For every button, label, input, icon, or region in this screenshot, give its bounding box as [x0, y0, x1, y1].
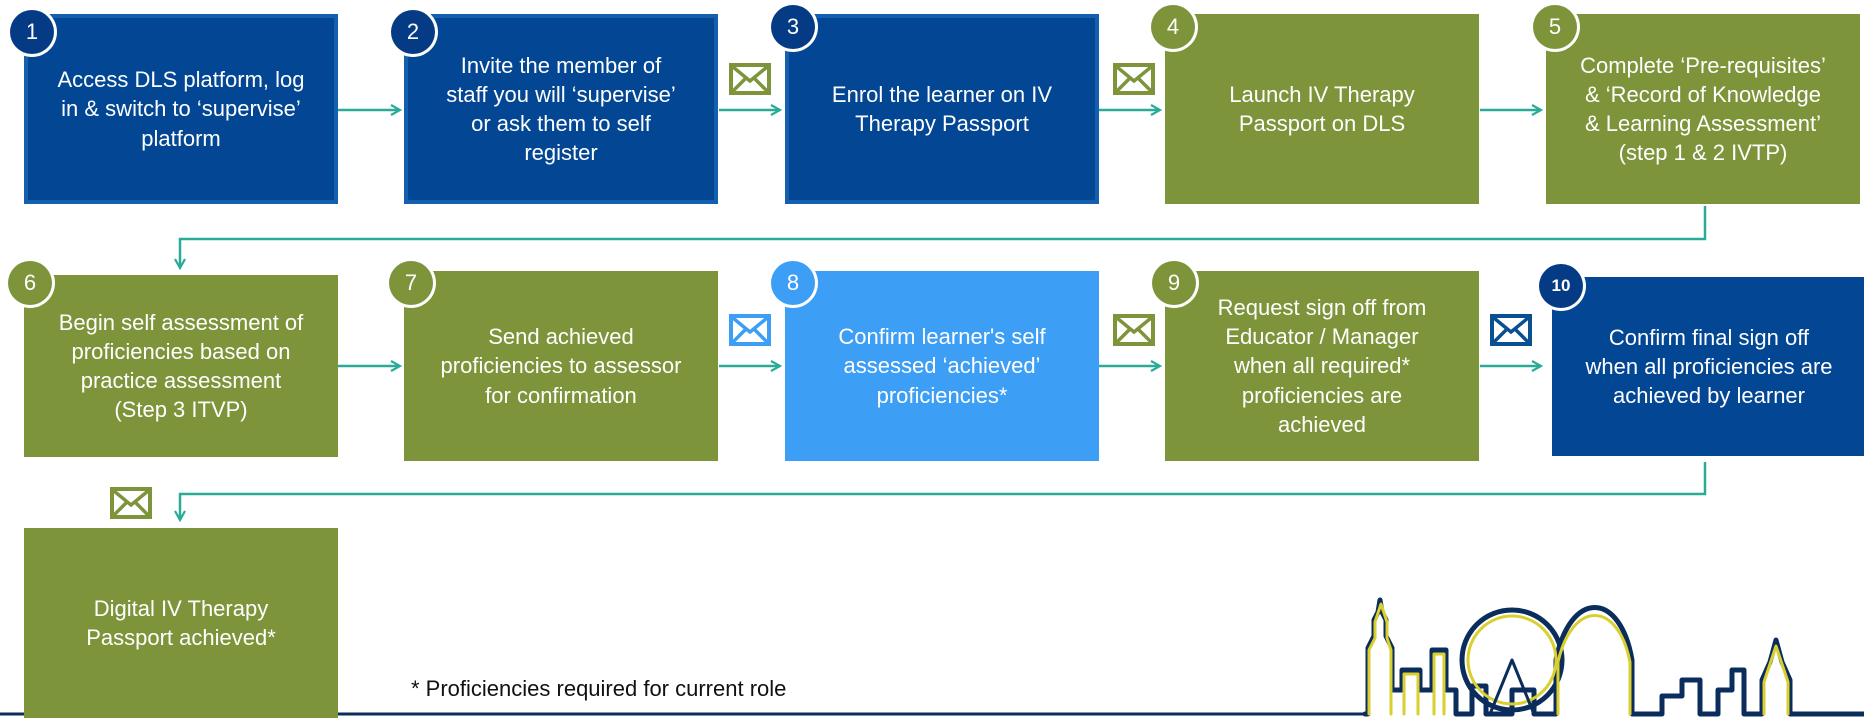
step-6-box: Begin self assessment of proficiencies b… [24, 275, 338, 457]
step-8-badge: 8 [771, 261, 815, 305]
london-skyline-icon [1362, 597, 1864, 717]
final-text: Digital IV Therapy Passport achieved* [86, 595, 276, 650]
step-10-text: Confirm final sign off when all proficie… [1585, 324, 1833, 409]
step-1-badge: 1 [10, 10, 54, 54]
step-4-text: Launch IV Therapy Passport on DLS [1229, 81, 1415, 136]
step-1-number: 1 [25, 19, 39, 44]
envelope-icon [729, 314, 771, 346]
final-box: Digital IV Therapy Passport achieved* [24, 528, 338, 718]
step-2-box: Invite the member of staff you will ‘sup… [404, 14, 718, 204]
step-9-text: Request sign off from Educator / Manager… [1217, 295, 1427, 437]
step-5-badge: 5 [1533, 5, 1577, 49]
step-4-box: Launch IV Therapy Passport on DLS [1165, 14, 1479, 204]
step-7-number: 7 [404, 270, 418, 295]
step-6-text: Begin self assessment of proficiencies b… [58, 309, 304, 423]
step-9-number: 9 [1167, 270, 1181, 295]
step-9-badge: 9 [1152, 261, 1196, 305]
envelope-icon [1113, 314, 1155, 346]
step-7-box: Send achieved proficiencies to assessor … [404, 271, 718, 461]
step-8-text: Confirm learner's self assessed ‘achieve… [838, 324, 1046, 408]
step-8-box: Confirm learner's self assessed ‘achieve… [785, 271, 1099, 461]
step-5-box: Complete ‘Pre-requisites’ & ‘Record of K… [1546, 14, 1860, 204]
step-1-text: Access DLS platform, log in & switch to … [57, 67, 305, 151]
envelope-icon [1113, 63, 1155, 95]
step-2-text: Invite the member of staff you will ‘sup… [446, 52, 676, 166]
step-4-badge: 4 [1151, 5, 1195, 49]
step-1-box: Access DLS platform, log in & switch to … [24, 14, 338, 204]
footnote: * Proficiencies required for current rol… [411, 676, 787, 701]
step-10-box: Confirm final sign off when all proficie… [1552, 277, 1864, 456]
step-3-number: 3 [786, 14, 800, 39]
step-3-box: Enrol the learner on IV Therapy Passport [785, 14, 1099, 204]
envelope-icon [110, 487, 152, 519]
arrow-10-final [180, 462, 1707, 520]
step-2-badge: 2 [391, 10, 435, 54]
step-5-text: Complete ‘Pre-requisites’ & ‘Record of K… [1580, 52, 1826, 166]
envelope-icon [1490, 314, 1532, 346]
step-10-number: 10 [1551, 276, 1571, 295]
step-3-text: Enrol the learner on IV Therapy Passport [831, 81, 1053, 136]
step-2-number: 2 [406, 19, 420, 44]
step-3-badge: 3 [771, 5, 815, 49]
step-9-box: Request sign off from Educator / Manager… [1165, 271, 1479, 461]
envelope-icon [729, 63, 771, 95]
step-10-badge: 10 [1539, 264, 1583, 308]
step-7-badge: 7 [389, 261, 433, 305]
step-8-number: 8 [786, 270, 800, 295]
step-6-number: 6 [23, 270, 37, 295]
step-4-number: 4 [1166, 14, 1180, 39]
step-7-text: Send achieved proficiencies to assessor … [440, 324, 682, 408]
step-6-badge: 6 [8, 261, 52, 305]
arrow-5-6 [180, 206, 1707, 268]
step-5-number: 5 [1548, 14, 1562, 39]
